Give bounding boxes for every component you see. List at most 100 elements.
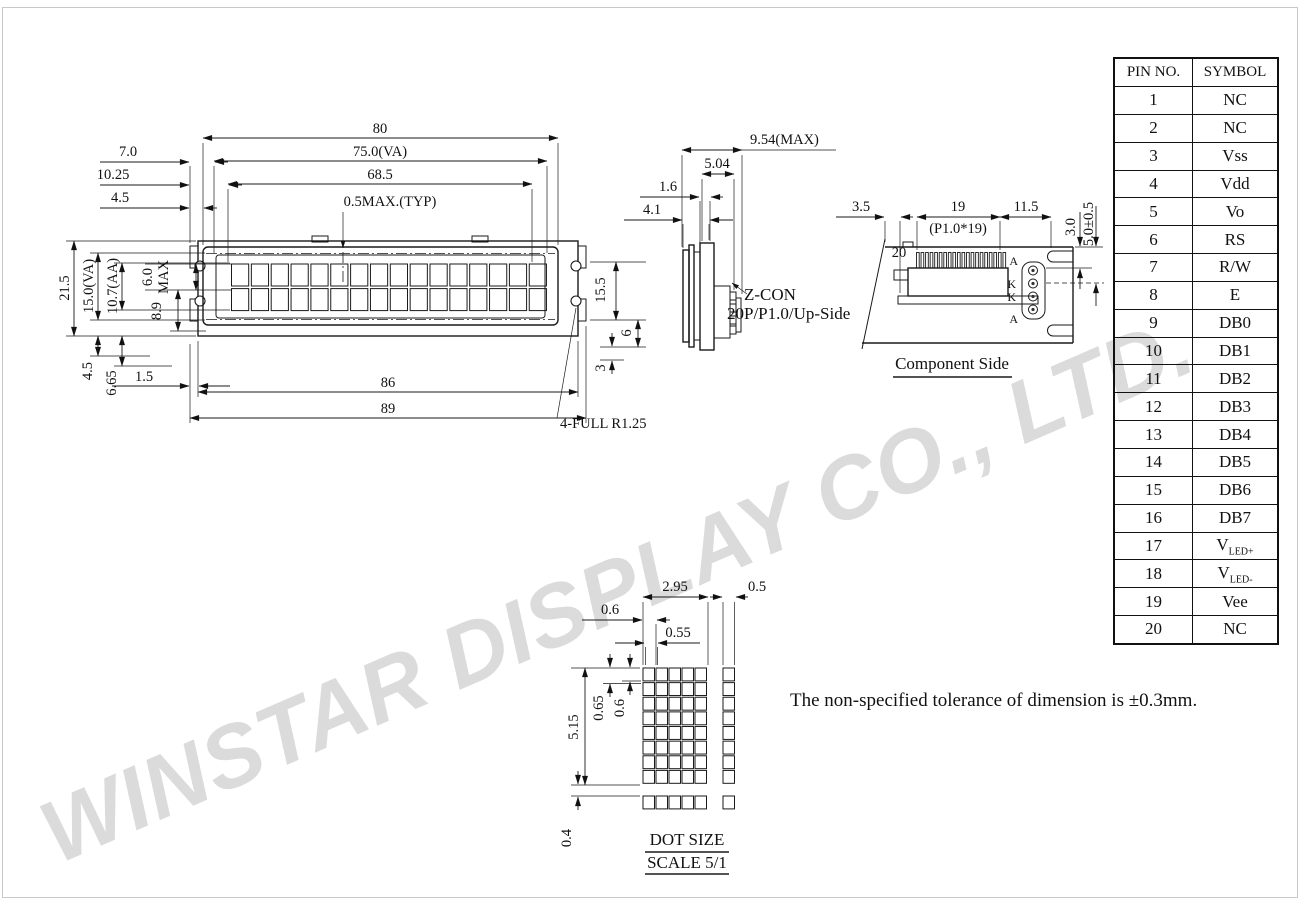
dim-115: 11.5 [1014,199,1039,215]
pin-number: 4 [1115,170,1193,198]
pin-table-row: 19 Vee [1115,587,1277,616]
pin-symbol: Vdd [1220,173,1250,193]
bezel-tab [311,235,329,243]
pcb-profile [699,242,715,351]
pin-symbol: NC [1223,90,1247,110]
pin20-label: 20 [892,245,907,261]
front-left-dimensions: 21.5 15.0(VA) 10.7(AA) 6.0 MAX 8.9 [57,240,232,423]
dot-size-caption: DOT SIZE [650,830,725,849]
pin-symbol: E [1229,285,1241,305]
dim-6: 6 [619,329,635,336]
dim-41: 4.1 [643,202,661,218]
dim-685: 68.5 [367,167,392,183]
dim-665: 6.65 [104,370,120,395]
dot-size-view: 2.95 0.5 0.6 0.55 5.15 [559,579,766,875]
dim-06-left: 0.6 [612,699,628,717]
pin-number: 6 [1115,226,1193,254]
character-grid-16x2 [231,263,547,312]
pin-number: 20 [1115,616,1193,643]
dim-295: 2.95 [662,579,687,595]
pin-number: 10 [1115,337,1193,365]
dim-055: 0.55 [665,625,690,641]
dim-89left: 8.9 [149,302,165,320]
dim-7: 7.0 [119,144,137,160]
pin-table-row: 5 Vo [1115,197,1277,226]
pin-table-row: 10 DB1 [1115,336,1277,365]
pin-symbol: Vss [1222,146,1248,166]
dim-80: 80 [373,121,388,137]
pin-number: 5 [1115,198,1193,226]
pin-number: 11 [1115,365,1193,393]
dim-05: 0.5 [748,579,766,595]
pin-symbol: DB1 [1218,341,1252,361]
sheet-border [2,7,1298,898]
dim-3: 3 [593,364,609,371]
glass-profile [693,251,701,341]
pin-symbol: Vee [1222,591,1248,611]
pin-table-row: 1 NC [1115,86,1277,114]
pin-number: 2 [1115,114,1193,142]
dim-86: 86 [381,375,396,391]
dim-215: 21.5 [57,275,73,300]
scale-caption: SCALE 5/1 [647,853,727,872]
component-side-view: A K K A 20 3.5 19 (P1.0*19) 11.5 3. [836,199,1104,378]
connector-pins-20 [916,252,1007,269]
pin-number: 7 [1115,254,1193,281]
pin-number: 19 [1115,588,1193,616]
pin-symbol: DB5 [1218,452,1252,472]
front-view: 80 75.0(VA) 68.5 0.5MAX.(TYP) 7.0 10.25 [57,121,646,432]
bezel-tab [471,235,489,243]
pin-symbol: Vo [1225,201,1245,221]
component-side-caption: Component Side [895,354,1009,373]
dim-75va: 75.0(VA) [353,144,407,160]
connector-body [907,267,1009,297]
pin-table-row: 20 NC [1115,615,1277,643]
pin-table-row: 4 Vdd [1115,169,1277,198]
connector-base [897,295,1039,305]
dim-bump: 0.5MAX.(TYP) [344,194,437,210]
dim-pitch: (P1.0*19) [929,221,987,237]
pin-number: 8 [1115,281,1193,309]
pin-symbol: DB0 [1218,313,1252,333]
pin-symbol: RS [1224,229,1246,249]
dim-155: 15.5 [593,277,609,302]
dim-45bot: 4.5 [80,362,96,380]
pin-number: 3 [1115,142,1193,170]
zcon-callout: Z-CON 20P/P1.0/Up-Side [727,282,850,323]
pin-table-row: 11 DB2 [1115,364,1277,393]
pin-symbol: R/W [1218,257,1252,277]
pin-number: 15 [1115,476,1193,504]
dim-150va: 15.0(VA) [81,259,97,313]
front-right-dimensions: 15.5 6 3 [590,261,646,374]
tolerance-note: The non-specified tolerance of dimension… [790,690,1198,711]
pin-symbol: VLED- [1217,562,1253,585]
component-dimensions: 3.5 19 (P1.0*19) 11.5 3.0 5.0±0.5 [836,199,1104,306]
pad-label-anode: A [1009,254,1018,268]
zcon-label-2: 20P/P1.0/Up-Side [727,304,850,323]
break-line [861,238,886,350]
dim-15: 1.5 [135,369,153,385]
dim-107aa: 10.7(AA) [105,258,121,314]
pin-table-row: 3 Vss [1115,141,1277,170]
pin-symbol: DB7 [1218,508,1252,528]
corner-radius-note: 4-FULL R1.25 [560,416,646,432]
pin-number: 13 [1115,421,1193,448]
pin-symbol: DB4 [1218,424,1252,444]
pin-symbol: NC [1223,118,1247,138]
pin-symbol: NC [1223,619,1247,639]
ear-slot-top [1047,250,1073,263]
pin-no-header: PIN NO. [1115,59,1193,86]
front-top-dimensions: 80 75.0(VA) 68.5 0.5MAX.(TYP) 7.0 10.25 [97,121,559,262]
pad-label-anode: A [1009,312,1018,326]
symbol-header: SYMBOL [1203,64,1267,80]
pin-symbol: DB2 [1218,368,1252,388]
dim-1025: 10.25 [97,167,130,183]
pin-number: 1 [1115,87,1193,114]
dim-954: 9.54(MAX) [750,132,819,148]
